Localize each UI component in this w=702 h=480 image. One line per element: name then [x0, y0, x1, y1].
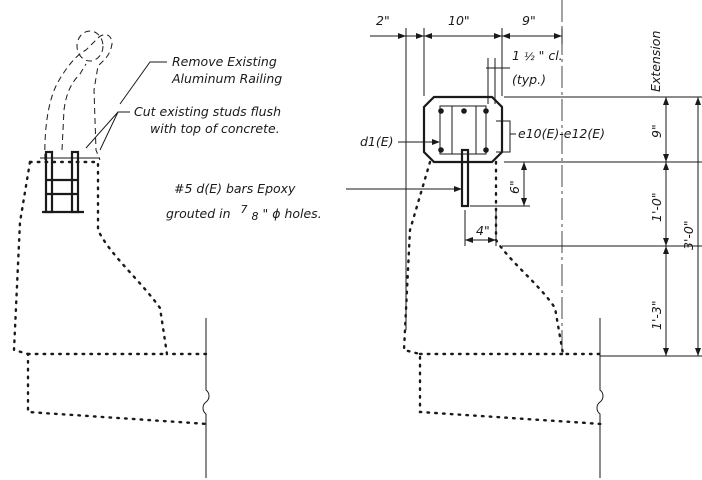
anchor-studs [42, 150, 84, 214]
remove-railing-leader [119, 61, 167, 105]
cut-studs-leader [85, 111, 130, 151]
typ-label: (typ.) [512, 72, 546, 87]
existing-railing-outline [44, 34, 113, 161]
existing-curb-front [494, 160, 602, 356]
epoxy-bars-frac-num: 7 [241, 203, 248, 216]
dowel-bar [460, 148, 470, 208]
dim-right-9in: 9" [649, 124, 664, 138]
right-dimensions [502, 96, 702, 357]
railing-top-ring [76, 30, 104, 62]
left-break-line [202, 318, 210, 478]
top-dimensions [370, 28, 563, 330]
railing-post-inner [61, 63, 87, 151]
existing-barrier-back [12, 160, 210, 426]
clear-cover-suffix: " cl. [539, 48, 563, 63]
cut-studs-text-2: with top of concrete. [150, 121, 280, 136]
clear-cover-whole: 1 [512, 48, 520, 63]
right-break-line [596, 318, 604, 478]
left-detail: Remove Existing Aluminum Railing Cut exi… [12, 30, 462, 478]
rebar-dots [438, 108, 489, 153]
stirrup [439, 105, 487, 155]
dim-top-9in: 9" [522, 13, 536, 28]
dim-right-3ft: 3'-0" [681, 220, 696, 250]
d1-arrow [432, 139, 440, 145]
existing-barrier-outline [28, 160, 210, 356]
dim-right-1ft: 1'-0" [649, 192, 664, 222]
epoxy-arrow [454, 186, 462, 192]
epoxy-bars-prefix: grouted in [166, 206, 231, 221]
dim-top-2in: 2" [376, 13, 390, 28]
d1-label: d1(E) [360, 134, 394, 149]
dim-embed-6in: 6" [507, 180, 522, 194]
dim-4in: 4" [476, 223, 490, 238]
e-bars-label: e10(E)-e12(E) [518, 126, 605, 141]
clear-cover-frac: ½ [524, 50, 535, 63]
epoxy-bars-frac-den: 8 [252, 210, 259, 223]
epoxy-bars-text-1: #5 d(E) bars Epoxy [174, 181, 296, 196]
dim-top-10in: 10" [448, 13, 470, 28]
epoxy-bars-text-2: grouted in 7 8 " ϕ holes. [166, 201, 322, 223]
clear-cover-label: 1 ½ " cl. [512, 48, 563, 63]
e-bars-bracket [496, 120, 516, 153]
epoxy-bars-suffix: " ϕ holes. [263, 206, 322, 221]
right-detail: Extension 2" 10" 9" 1 ½ " cl. (typ.) [360, 0, 702, 478]
cut-studs-text-1: Cut existing studs flush [134, 104, 281, 119]
extension-label: Extension [648, 31, 663, 92]
remove-railing-text-2: Aluminum Railing [171, 71, 282, 86]
remove-railing-text-1: Remove Existing [172, 54, 277, 69]
existing-curb-outline [402, 160, 604, 426]
dim-right-1ft3: 1'-3" [649, 300, 664, 330]
